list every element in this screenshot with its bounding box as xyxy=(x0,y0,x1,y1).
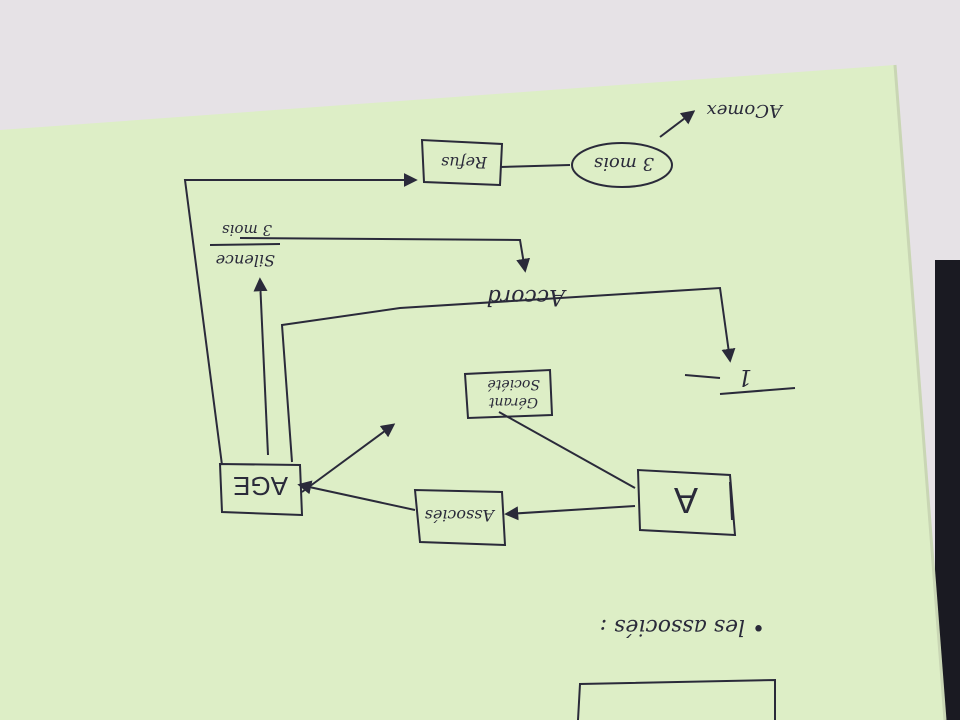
silence-divider xyxy=(209,243,281,246)
line-age-to-accord xyxy=(280,286,736,463)
label-silence-trois-mois: 3 mois xyxy=(222,221,272,239)
line-oval-to-refus xyxy=(499,164,571,168)
label-un: 1 xyxy=(738,364,752,389)
label-refus: Refus xyxy=(441,153,488,172)
label-accord: Accord xyxy=(487,284,567,309)
line-age-to-refus xyxy=(183,173,418,466)
arrow-oval-to-acomex xyxy=(659,110,696,138)
label-age: AGE xyxy=(233,471,288,501)
label-gerant: Gérant xyxy=(488,394,538,410)
label-trois-mois-oval: 3 mois xyxy=(594,153,654,174)
line-a-to-associes xyxy=(504,505,636,521)
paper-shadow-edge xyxy=(893,64,947,720)
box-a-inner-stroke xyxy=(729,481,733,521)
label-a: A xyxy=(674,480,698,521)
line-age-to-gerant xyxy=(301,423,396,493)
label-associes-box: Associés xyxy=(425,506,496,525)
handwritten-diagram: AComex 3 mois Refus Silence 3 mois Accor… xyxy=(183,100,796,720)
line-associes-to-age xyxy=(297,480,416,511)
arrow-to-un xyxy=(684,374,721,379)
label-acomex: AComex xyxy=(707,100,784,121)
line-silence-bracket xyxy=(239,237,531,273)
underline-un xyxy=(719,387,796,395)
label-societe: Société xyxy=(487,376,540,392)
box-gerant-societe xyxy=(463,368,554,420)
green-paper-sheet xyxy=(0,65,945,720)
partial-box-top xyxy=(577,678,776,720)
box-associes xyxy=(413,488,507,547)
label-silence: Silence xyxy=(216,251,275,270)
label-les-associes: • les associés : xyxy=(600,614,765,639)
arrow-age-to-silence xyxy=(253,277,269,456)
line-a-to-gerant xyxy=(498,411,636,489)
oval-trois-mois xyxy=(571,142,673,188)
box-refus xyxy=(420,138,504,187)
